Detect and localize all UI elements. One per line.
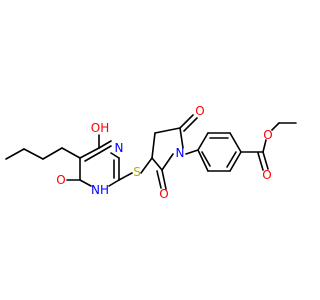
imide-oxygen-bottom-label: O: [159, 187, 168, 201]
imide-oxygen-top-label: O: [195, 104, 204, 118]
bond: [118, 172, 133, 181]
hydroxyl-label: OH: [91, 121, 109, 135]
bond: [151, 157, 163, 171]
bond: [23, 148, 44, 160]
sulfur-label: S: [133, 165, 141, 179]
ester-oxygen-label: O: [263, 128, 272, 142]
bond: [197, 149, 209, 172]
bond: [161, 153, 174, 171]
imide-nitrogen-label: N: [176, 146, 185, 160]
bonds: [5, 114, 297, 190]
bond: [262, 139, 267, 153]
bond: [98, 145, 112, 154]
bond: [229, 132, 242, 153]
bond: [226, 151, 237, 168]
bond: [98, 140, 112, 149]
ketone-oxygen-label: O: [56, 173, 65, 187]
bond: [84, 152, 100, 162]
bond: [61, 147, 81, 159]
bond: [185, 149, 199, 155]
bond: [161, 169, 167, 190]
bond: [42, 147, 63, 160]
structure-svg: OH N NH O S N O O O O: [5, 104, 297, 201]
bond: [110, 152, 120, 159]
bond: [179, 127, 184, 149]
atom-labels: OH N NH O S N O O O O: [56, 104, 272, 201]
bond: [154, 127, 181, 134]
bond: [183, 117, 198, 132]
bond: [201, 151, 211, 167]
bond: [79, 179, 92, 187]
bond: [151, 132, 156, 159]
bond: [156, 170, 162, 189]
bond: [140, 157, 153, 174]
bond: [229, 151, 242, 172]
bond: [257, 152, 264, 171]
bond: [108, 179, 120, 187]
carbonyl-oxygen-label: O: [262, 168, 271, 182]
bond: [79, 147, 100, 159]
ring-nitrogen-label: N: [115, 141, 124, 155]
molecule-diagram: OH N NH O S N O O O O: [5, 104, 297, 201]
bond: [197, 132, 209, 151]
nh-label: NH: [91, 183, 109, 197]
bond: [271, 122, 280, 131]
bond: [262, 151, 269, 170]
bond: [179, 114, 194, 129]
bond: [5, 148, 25, 160]
